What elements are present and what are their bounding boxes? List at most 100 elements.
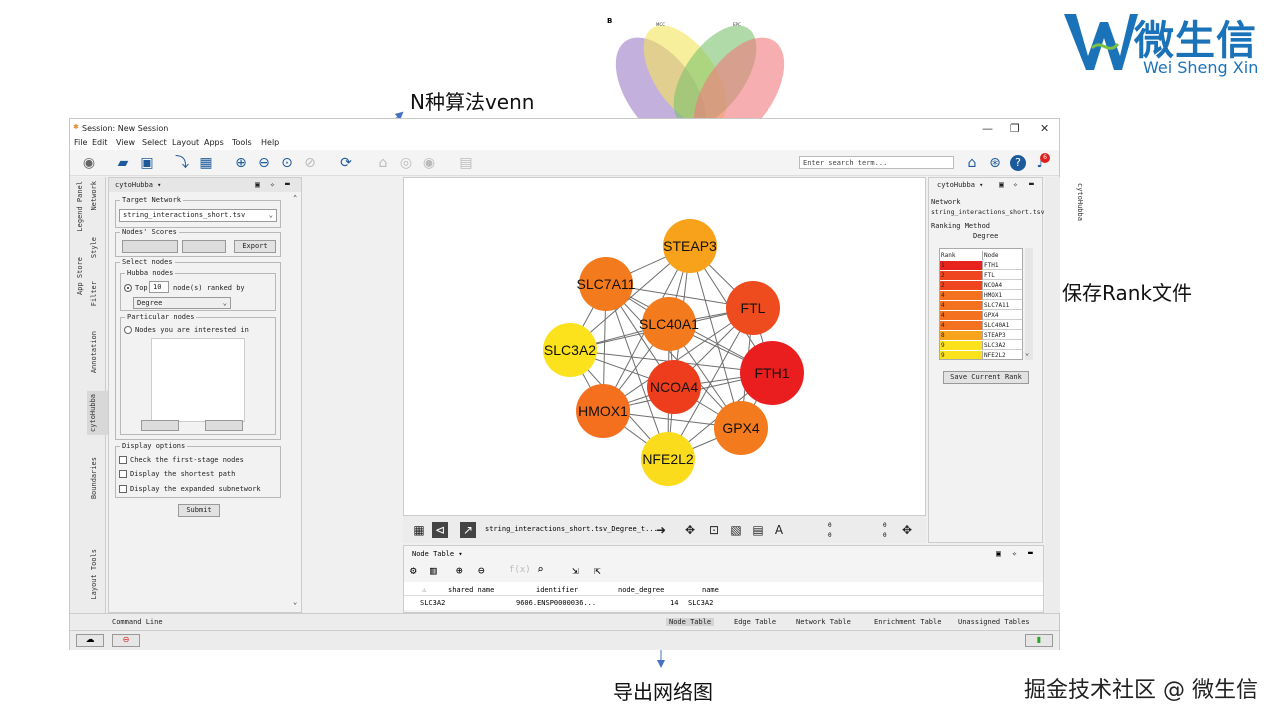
network-edge[interactable]	[602, 307, 754, 412]
pin-icon[interactable]: ✧	[1012, 549, 1017, 558]
tab-edge-table[interactable]: Edge Table	[734, 618, 777, 626]
help-icon[interactable]: ?	[1010, 155, 1026, 171]
menu-file[interactable]: File	[74, 138, 88, 147]
search-icon[interactable]: ⌕	[537, 563, 544, 576]
tab-cytohubba-results[interactable]: cytoHubba	[1076, 183, 1084, 221]
select-edges-icon[interactable]: ▧	[730, 523, 742, 537]
first-stage-checkbox[interactable]	[119, 456, 127, 464]
save-current-rank-button[interactable]: Save Current Rank	[943, 371, 1029, 384]
float-icon[interactable]: ▣	[255, 180, 260, 189]
zoom-out-icon[interactable]: ⊖	[258, 155, 270, 171]
column-header[interactable]: name	[702, 586, 719, 594]
open-session-icon[interactable]: ▰	[117, 155, 129, 171]
show-icon[interactable]: ◉	[422, 155, 436, 171]
table-row[interactable]: SLC3A2 9606.ENSP0000036... 14 SLC3A2	[404, 596, 1043, 610]
network-node[interactable]	[576, 384, 630, 438]
pan-icon[interactable]: ✥	[684, 523, 696, 537]
submit-button[interactable]: Submit	[178, 504, 220, 517]
minimize-panel-icon[interactable]: ▬	[1028, 548, 1033, 557]
node-table-title[interactable]: Node Table ▾	[412, 550, 463, 558]
column-header[interactable]: shared name	[448, 586, 495, 594]
menu-help[interactable]: Help	[261, 138, 280, 147]
remove-node-button[interactable]	[205, 420, 243, 431]
settings-gear-icon[interactable]: ⚙	[410, 564, 417, 577]
rank-method-select[interactable]: Degree ⌄	[133, 297, 231, 309]
rank-table-scrollbar[interactable]: ⌄	[1025, 248, 1033, 360]
navigate-icon[interactable]: ✥	[901, 523, 913, 537]
notification-bell-icon[interactable]: ♪	[1036, 155, 1046, 171]
tab-enrichment-table[interactable]: Enrichment Table	[874, 618, 942, 626]
network-node[interactable]	[714, 401, 768, 455]
select-nodes-icon[interactable]: ⊡	[708, 523, 720, 537]
top-radio[interactable]	[124, 284, 132, 292]
maximize-button[interactable]: ❐	[1010, 122, 1020, 135]
menu-view[interactable]: View	[116, 138, 135, 147]
pin-icon[interactable]: ✧	[1013, 180, 1018, 189]
save-session-icon[interactable]: ▣	[140, 155, 154, 171]
float-icon[interactable]: ▣	[996, 549, 1001, 558]
expanded-subnetwork-checkbox[interactable]	[119, 485, 127, 493]
menu-layout[interactable]: Layout	[172, 138, 200, 147]
scroll-down-icon[interactable]: ⌄	[293, 598, 298, 606]
interested-nodes-list[interactable]	[151, 338, 245, 422]
tab-command-line[interactable]: Command Line	[112, 618, 163, 626]
export-table-icon[interactable]: ⇱	[594, 564, 601, 577]
menu-tools[interactable]: Tools	[232, 138, 252, 147]
export-button[interactable]: Export	[234, 240, 276, 253]
top-count-input[interactable]: 10	[149, 281, 169, 293]
menu-edit[interactable]: Edit	[92, 138, 108, 147]
network-node[interactable]	[726, 281, 780, 335]
panel-title[interactable]: cytoHubba ▾	[115, 181, 162, 189]
share-network-icon[interactable]: ⊲	[432, 522, 448, 538]
zoom-selected-icon[interactable]: ⊘	[304, 155, 316, 171]
add-column-icon[interactable]: ⊕	[456, 564, 463, 577]
text-annotation-icon[interactable]: A	[774, 523, 784, 537]
network-node[interactable]	[543, 323, 597, 377]
network-node[interactable]	[663, 219, 717, 273]
network-node[interactable]	[647, 360, 701, 414]
expand-view-icon[interactable]: ↗	[460, 522, 476, 538]
import-table-icon[interactable]: ⇲	[572, 564, 579, 577]
delete-column-icon[interactable]: ⊖	[478, 564, 485, 577]
network-node[interactable]	[641, 432, 695, 486]
home-icon[interactable]: ⌂	[967, 155, 977, 171]
network-node[interactable]	[579, 257, 633, 311]
grid-view-icon[interactable]: ▦	[413, 523, 425, 537]
network-edge[interactable]	[605, 283, 669, 460]
error-icon[interactable]: ⊖	[112, 634, 140, 647]
minimize-panel-icon[interactable]: ▬	[1029, 179, 1034, 188]
results-panel-title[interactable]: cytoHubba ▾	[937, 181, 984, 189]
zoom-in-icon[interactable]: ⊕	[235, 155, 247, 171]
export-image-icon[interactable]: ▤	[459, 155, 473, 171]
pin-icon[interactable]: ✧	[270, 180, 275, 189]
clear-button[interactable]	[182, 240, 226, 253]
column-header[interactable]: identifier	[536, 586, 579, 594]
home-network-icon[interactable]: ⌂	[378, 155, 388, 171]
tab-network-table[interactable]: Network Table	[796, 618, 851, 626]
function-builder-icon[interactable]: f(x)	[509, 565, 531, 575]
export-network-image-icon[interactable]: ➜	[655, 523, 667, 537]
column-layout-icon[interactable]: ▥	[430, 564, 437, 577]
tab-node-table[interactable]: Node Table	[666, 618, 715, 626]
panel-scrollbar[interactable]: ⌃ ⌄	[293, 194, 301, 608]
tab-unassigned-tables[interactable]: Unassigned Tables	[958, 618, 1030, 626]
add-node-button[interactable]	[141, 420, 179, 431]
memory-status-icon[interactable]: ▮	[1025, 634, 1053, 647]
calculate-button[interactable]	[122, 240, 178, 253]
annotation-select-icon[interactable]: ▤	[752, 523, 764, 537]
network-canvas[interactable]: STEAP3SLC7A11SLC40A1FTLSLC3A2FTH1NCOA4HM…	[404, 178, 927, 516]
tab-legend-panel[interactable]: Legend Panel	[76, 181, 84, 232]
zoom-fit-icon[interactable]: ⊙	[281, 155, 293, 171]
globe-icon[interactable]: ⊛	[989, 155, 1001, 171]
minimize-panel-icon[interactable]: ▬	[285, 179, 290, 188]
network-edge[interactable]	[689, 245, 742, 429]
